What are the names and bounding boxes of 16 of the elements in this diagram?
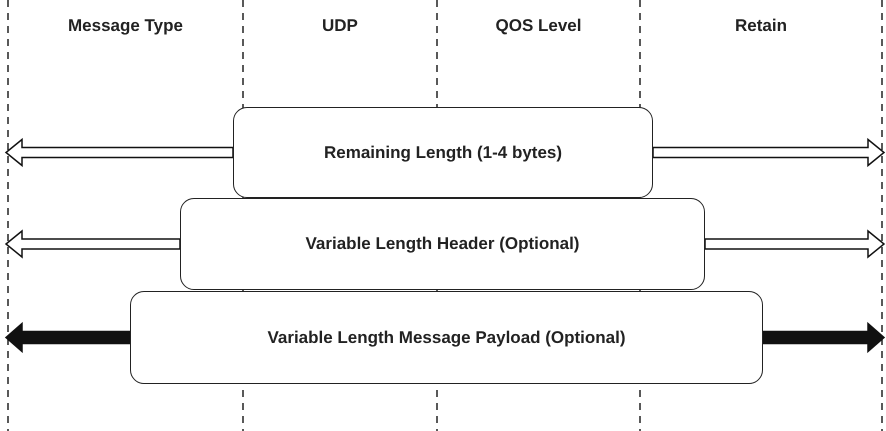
field-label: Variable Length Header (Optional) <box>306 234 580 254</box>
field-box <box>130 291 763 384</box>
field-label: Remaining Length (1-4 bytes) <box>324 142 562 162</box>
arrow <box>4 322 131 354</box>
arrow <box>4 138 234 168</box>
field-box <box>180 198 705 290</box>
arrow <box>652 138 886 168</box>
column-heading: Retain <box>735 16 787 36</box>
arrow <box>704 229 886 259</box>
field-box <box>233 107 653 198</box>
arrow <box>4 229 181 259</box>
column-heading: QOS Level <box>496 16 582 36</box>
arrow <box>762 322 886 354</box>
column-heading: UDP <box>322 16 358 36</box>
column-heading: Message Type <box>68 16 183 36</box>
field-label: Variable Length Message Payload (Optional) <box>267 328 626 348</box>
